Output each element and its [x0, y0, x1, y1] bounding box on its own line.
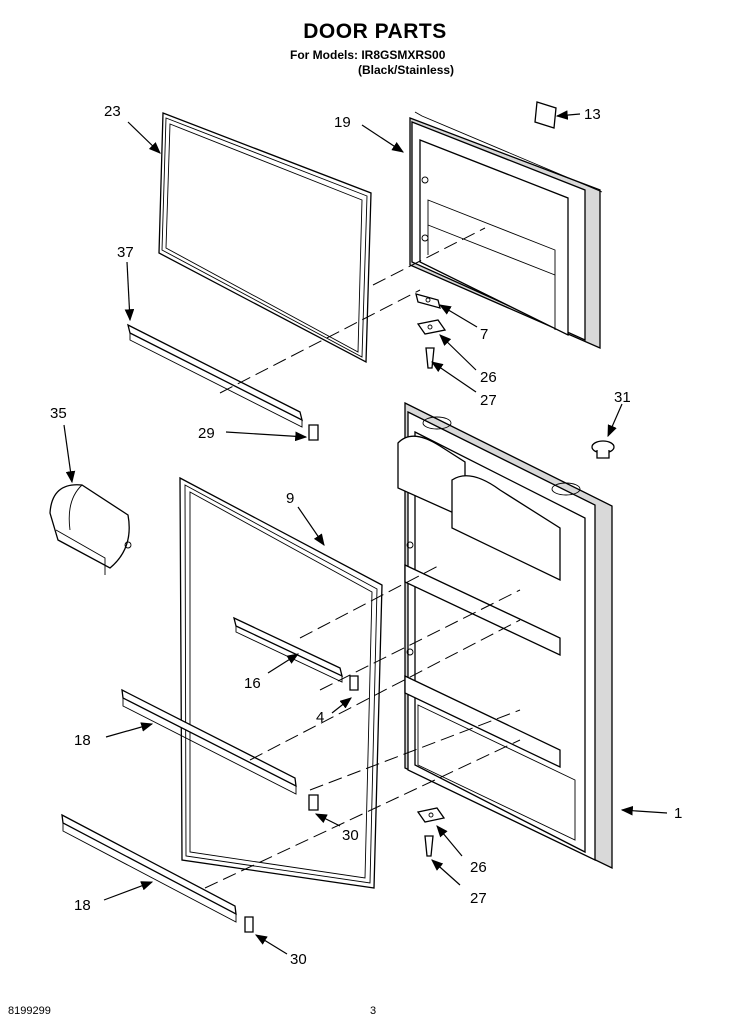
- callout-37: 37: [117, 244, 134, 261]
- document-number: 8199299: [8, 1005, 51, 1017]
- callout-30-lower: 30: [290, 951, 307, 968]
- callout-9: 9: [286, 490, 294, 507]
- callout-4: 4: [316, 709, 324, 726]
- callout-27-upper: 27: [480, 392, 497, 409]
- callout-30-upper: 30: [342, 827, 359, 844]
- trim-strip-part-18-lower: [61, 813, 237, 923]
- model-number: For Models: IR8GSMXRS00: [290, 48, 446, 62]
- freezer-door-part-19: [409, 111, 603, 349]
- butter-compartment-part-35: [49, 484, 132, 575]
- clip-part-29: [308, 424, 319, 441]
- callout-35: 35: [50, 405, 67, 422]
- callout-18-lower: 18: [74, 897, 91, 914]
- clip-part-4: [349, 675, 359, 691]
- callout-labels: 23 19 13 37 7 26 27 31 35 29 9 16 4 18 1…: [50, 103, 682, 968]
- freezer-gasket-part-23: [158, 112, 372, 364]
- hinge-bushing-part-26-upper: [416, 319, 447, 335]
- callout-7: 7: [480, 326, 488, 343]
- callout-29: 29: [198, 425, 215, 442]
- hinge-part-7: [415, 293, 441, 309]
- hinge-screw-part-27-upper: [425, 347, 435, 369]
- plug-part-31: [591, 440, 615, 459]
- page-number: 3: [370, 1005, 377, 1017]
- callout-18-upper: 18: [74, 732, 91, 749]
- callout-23: 23: [104, 103, 121, 120]
- fresh-food-door-part-1: [397, 401, 613, 870]
- callout-26-upper: 26: [480, 369, 497, 386]
- hinge-bushing-part-26-lower: [416, 807, 446, 823]
- callout-13: 13: [584, 106, 601, 123]
- callout-26-lower: 26: [470, 859, 487, 876]
- trim-strip-part-18-upper: [121, 688, 297, 795]
- page-title: DOOR PARTS: [303, 20, 447, 43]
- leader-lines: [63, 110, 668, 955]
- model-variant: (Black/Stainless): [358, 63, 455, 77]
- hinge-screw-part-27-lower: [424, 835, 434, 857]
- callout-31: 31: [614, 389, 631, 406]
- callout-1: 1: [674, 805, 682, 822]
- label-part-13: [534, 101, 557, 129]
- callout-27-lower: 27: [470, 890, 487, 907]
- alignment-lines: [204, 227, 521, 889]
- clip-part-30-lower: [244, 916, 254, 933]
- callout-19: 19: [334, 114, 351, 131]
- callout-16: 16: [244, 675, 261, 692]
- trim-strip-part-37: [127, 323, 303, 428]
- clip-part-30-upper: [308, 794, 319, 811]
